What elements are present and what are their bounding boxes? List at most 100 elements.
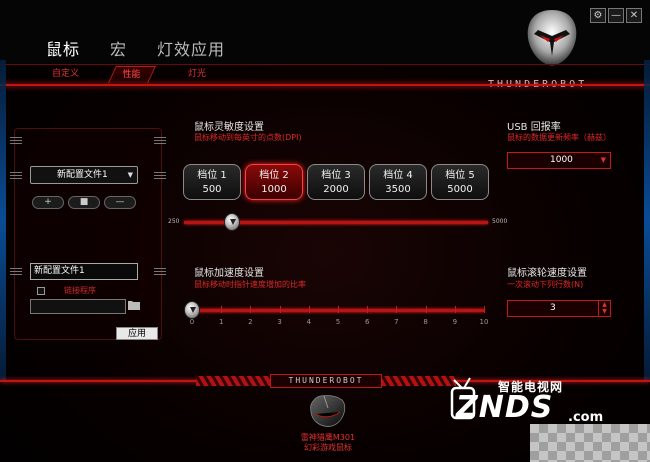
usb-rate-select[interactable]: 1000 ▼: [507, 152, 611, 169]
apply-button[interactable]: 应用: [116, 327, 158, 340]
dpi-level-value: 2000: [323, 184, 349, 195]
bind-program-label: 链接程序: [64, 286, 96, 295]
accel-tick-label: 1: [218, 318, 224, 326]
accel-tick: [367, 306, 369, 313]
watermark-suffix: .com: [568, 410, 604, 425]
right-glow: [644, 60, 650, 380]
accel-slider-thumb[interactable]: [184, 301, 200, 319]
dpi-level-3[interactable]: 档位 3 2000: [307, 164, 365, 200]
accel-title: 鼠标加速度设置: [194, 268, 264, 279]
panel-grip: [154, 268, 166, 276]
subtabs: 自定义 性能 灯光: [36, 64, 516, 84]
subtab-performance[interactable]: 性能: [108, 66, 156, 83]
subtab-underline: [0, 84, 650, 86]
profile-select-value: 新配置文件1: [57, 170, 108, 180]
accel-tick-label: 8: [423, 318, 428, 326]
dpi-title: 鼠标灵敏度设置: [194, 122, 264, 133]
dpi-level-value: 500: [202, 184, 222, 195]
close-button[interactable]: ✕: [626, 8, 642, 23]
scroll-speed-stepper[interactable]: 3 ▲▼: [507, 300, 611, 317]
dpi-level-label: 档位 4: [383, 170, 413, 181]
accel-tick: [250, 306, 252, 313]
usb-title: USB 回报率: [507, 122, 561, 133]
accel-tick: [454, 306, 456, 313]
accel-tick-label: 0: [189, 318, 195, 326]
panel-grip: [10, 172, 22, 180]
thunderobot-logo-icon: [527, 10, 577, 66]
banner-stripes: [382, 376, 456, 386]
folder-icon[interactable]: [128, 300, 140, 310]
profile-select[interactable]: 新配置文件1 ▼: [30, 166, 138, 184]
left-glow: [0, 60, 6, 380]
accel-tick: [484, 306, 485, 313]
dpi-level-label: 档位 1: [197, 170, 227, 181]
scroll-speed-value: 3: [550, 303, 556, 313]
accel-tick: [338, 306, 339, 313]
delete-profile-button[interactable]: —: [104, 196, 136, 209]
subtab-custom[interactable]: 自定义: [52, 69, 80, 79]
usb-rate-value: 1000: [550, 155, 573, 165]
subtab-light[interactable]: 灯光: [188, 69, 207, 79]
window-controls: ⚙ — ✕: [590, 8, 642, 23]
tab-macro[interactable]: 宏: [110, 40, 128, 59]
dpi-level-value: 5000: [447, 184, 473, 195]
znds-tv-logo-icon: [450, 377, 476, 420]
accel-tick-label: 2: [248, 318, 253, 326]
panel-grip: [154, 137, 166, 145]
mouse-name-line1: 雷神猎鹰M301: [300, 433, 356, 442]
tab-mouse[interactable]: 鼠标: [46, 40, 81, 59]
accel-tick: [279, 306, 281, 313]
panel-grip: [10, 268, 22, 276]
accel-subtitle: 鼠标移动时指针速度增加的比率: [194, 280, 306, 289]
watermark-cn: 智能电视网: [498, 380, 564, 394]
accel-tick: [396, 306, 398, 313]
dpi-level-label: 档位 2: [259, 170, 289, 181]
scroll-title: 鼠标滚轮速度设置: [507, 268, 587, 279]
dpi-min-label: 250: [168, 218, 180, 225]
dpi-level-label: 档位 3: [321, 170, 351, 181]
accel-tick: [425, 306, 427, 313]
accel-tick-label: 5: [335, 318, 341, 326]
panel-grip: [10, 137, 22, 145]
accel-tick: [308, 306, 310, 313]
stepper-arrows-icon[interactable]: ▲▼: [598, 301, 610, 316]
accel-tick-label: 4: [306, 318, 312, 326]
dpi-level-value: 3500: [385, 184, 411, 195]
program-path-input[interactable]: [30, 299, 126, 314]
save-profile-button[interactable]: ■: [68, 196, 100, 209]
profile-tools: + ■ —: [32, 196, 136, 209]
banner-stripes: [196, 376, 270, 386]
accel-tick-label: 7: [394, 318, 399, 326]
minimize-button[interactable]: —: [608, 8, 624, 23]
top-tabs: 鼠标 宏 灯效应用: [46, 36, 225, 60]
dpi-level-value: 1000: [261, 184, 287, 195]
bind-program-checkbox[interactable]: [37, 287, 45, 295]
dpi-slider-thumb[interactable]: [224, 213, 240, 231]
dpi-subtitle: 鼠标移动到每英寸的点数(DPI): [194, 133, 302, 142]
transparency-checker: [530, 424, 650, 462]
dpi-level-1[interactable]: 档位 1 500: [183, 164, 241, 200]
profile-name-input[interactable]: 新配置文件1: [30, 263, 138, 280]
accel-tick-label: 9: [452, 318, 458, 326]
dpi-level-4[interactable]: 档位 4 3500: [369, 164, 427, 200]
add-profile-button[interactable]: +: [32, 196, 64, 209]
scroll-subtitle: 一次滚动下列行数(N): [507, 280, 584, 289]
accel-tick-label: 10: [479, 318, 489, 326]
settings-button[interactable]: ⚙: [590, 8, 606, 23]
watermark-big: ZNDS: [456, 390, 554, 425]
chevron-down-icon: ▼: [600, 156, 606, 164]
panel-grip: [154, 172, 166, 180]
dpi-max-label: 5000: [492, 218, 508, 225]
mouse-product-image: [310, 395, 346, 427]
banner-wordmark: THUNDEROBOT: [270, 374, 382, 388]
mouse-model-name: 雷神猎鹰M301 幻彩游戏鼠标: [291, 433, 365, 453]
dpi-slider-track[interactable]: [184, 221, 488, 224]
bottom-banner: THUNDEROBOT: [0, 374, 650, 388]
dpi-level-2[interactable]: 档位 2 1000: [245, 164, 303, 200]
tab-lighting[interactable]: 灯效应用: [157, 40, 226, 59]
accel-tick-label: 3: [277, 318, 282, 326]
accel-tick: [221, 306, 223, 313]
